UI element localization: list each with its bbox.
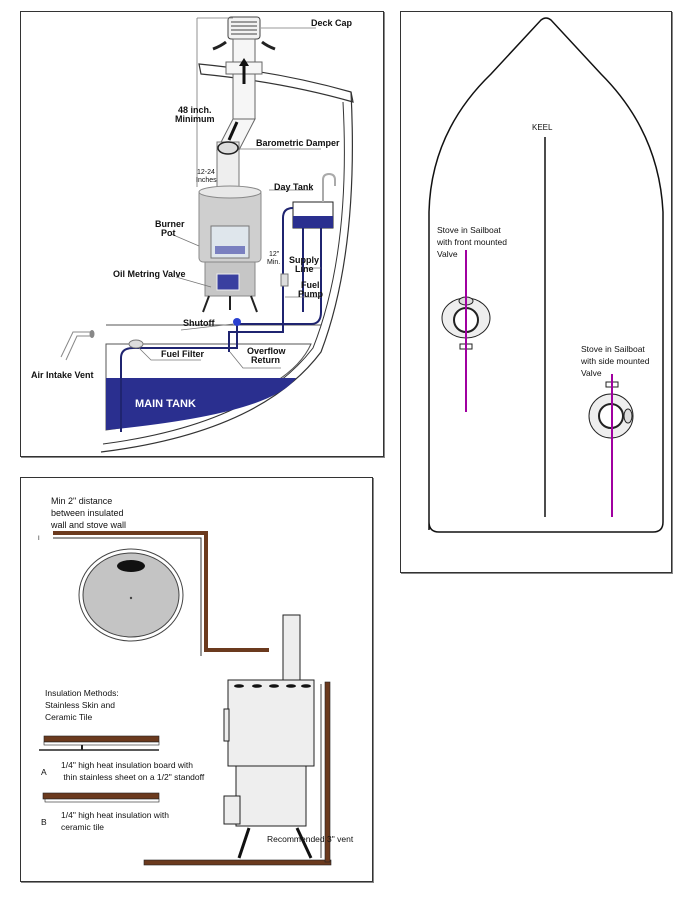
installation-diagram: Min 2" distance between insulated wall a… bbox=[20, 477, 373, 882]
stove-lower-side bbox=[235, 765, 307, 827]
air-intake-pipe-inner bbox=[65, 335, 91, 361]
methods-label-2: Stainless Skin and bbox=[45, 700, 115, 710]
shutoff-label: Shutoff bbox=[183, 318, 215, 328]
methods-label-1: Insulation Methods: bbox=[45, 688, 119, 698]
barometric-damper bbox=[217, 141, 239, 155]
fuel-filter bbox=[128, 339, 144, 349]
hull-outer-line bbox=[100, 91, 353, 453]
main-tank-label: MAIN TANK bbox=[135, 398, 196, 410]
fuel-pump-label-2: Pump bbox=[298, 289, 324, 299]
hull-layout-diagram: KEEL Stove in Sailboat with front mounte… bbox=[400, 11, 672, 573]
overflow-return-label-1: Overflow bbox=[247, 346, 287, 356]
deck-cap bbox=[227, 16, 261, 40]
side-valve-label-1: Stove in Sailboat bbox=[581, 344, 645, 354]
insulated-wall-side-view bbox=[324, 681, 331, 863]
front-valve-label-1: Stove in Sailboat bbox=[437, 225, 501, 235]
stove-chimney-side bbox=[282, 614, 301, 681]
supply-line-label-2: Line bbox=[295, 264, 314, 274]
flow-arrow-diag bbox=[227, 121, 239, 141]
burner-pot-label-2: Pot bbox=[161, 228, 176, 238]
fuel-pump-label-1: Fuel bbox=[301, 280, 320, 290]
method-b-letter: B bbox=[41, 817, 47, 827]
fuel-system-drawing: MAIN TANK bbox=[31, 16, 354, 453]
stove-center-dot bbox=[129, 596, 133, 600]
stove-wall-top-view bbox=[53, 537, 202, 656]
hull-inner-line bbox=[102, 101, 345, 445]
stove-top-view bbox=[82, 552, 180, 638]
fuel-system-diagram: MAIN TANK bbox=[20, 11, 384, 457]
day-tank-vent bbox=[322, 172, 336, 202]
flow-arrowhead-up bbox=[239, 58, 249, 66]
insulated-wall-top-view bbox=[53, 531, 269, 652]
day-tank-fuel bbox=[293, 216, 333, 228]
stove-ash-door bbox=[223, 795, 241, 825]
oil-metering-valve bbox=[216, 273, 240, 291]
front-valve-label-2: with front mounted bbox=[436, 237, 507, 247]
installation-drawing: Min 2" distance between insulated wall a… bbox=[38, 496, 354, 866]
stove-legs bbox=[202, 295, 258, 313]
floor-board bbox=[143, 859, 332, 866]
shutoff-valve bbox=[233, 318, 241, 326]
methods-label-3: Ceramic Tile bbox=[45, 712, 93, 722]
stove-flue-opening bbox=[117, 560, 145, 572]
burner-flame-base bbox=[215, 246, 245, 254]
deck-cap-label: Deck Cap bbox=[311, 18, 353, 28]
gap-dimension-icon: I bbox=[38, 536, 40, 542]
min-12-label-1: 12" bbox=[269, 251, 280, 258]
stove-top-vents bbox=[234, 684, 311, 688]
method-a-letter: A bbox=[41, 767, 47, 777]
air-intake-pipe bbox=[60, 331, 91, 358]
method-b-sample bbox=[42, 792, 160, 803]
min-12-label-2: Min. bbox=[267, 259, 280, 266]
vent-label: Recommended 3" vent bbox=[267, 834, 354, 844]
day-tank-label: Day Tank bbox=[274, 182, 314, 192]
side-valve-label-2: with side mounted bbox=[580, 356, 650, 366]
fuel-lines bbox=[120, 207, 322, 432]
supply-line-label-1: Supply bbox=[289, 255, 319, 265]
min-distance-label-1: Min 2" distance bbox=[51, 496, 112, 506]
method-b-label-1: 1/4" high heat insulation with bbox=[61, 810, 169, 820]
stove-top bbox=[198, 185, 262, 199]
damper-distance-label-2: Inches bbox=[196, 177, 217, 184]
side-valve-label-3: Valve bbox=[581, 368, 602, 378]
air-intake-opening bbox=[89, 330, 95, 338]
damper-distance-label-1: 12-24 bbox=[197, 169, 215, 176]
fuel-pump bbox=[280, 273, 289, 287]
method-a-label-2: thin stainless sheet on a 1/2" standoff bbox=[61, 772, 205, 782]
stove-door-handle bbox=[223, 708, 230, 742]
method-a-label-1: 1/4" high heat insulation board with bbox=[61, 760, 193, 770]
overflow-return-label-2: Return bbox=[251, 355, 280, 365]
min-distance-label-3: wall and stove wall bbox=[50, 520, 126, 530]
barometric-damper-label: Barometric Damper bbox=[256, 138, 340, 148]
exhaust-arrow-right bbox=[261, 40, 276, 51]
min-distance-label-2: between insulated bbox=[51, 508, 124, 518]
stove-legs-side bbox=[237, 827, 313, 859]
air-intake-vent-label: Air Intake Vent bbox=[31, 370, 94, 380]
hull-layout-drawing: KEEL Stove in Sailboat with front mounte… bbox=[428, 17, 664, 533]
oil-metering-valve-label: Oil Metring Valve bbox=[113, 269, 186, 279]
burner-pot-label-1: Burner bbox=[155, 219, 185, 229]
method-a-sample bbox=[39, 735, 160, 751]
exhaust-arrow-left bbox=[212, 40, 227, 51]
method-b-label-2: ceramic tile bbox=[61, 822, 104, 832]
fuel-filter-label: Fuel Filter bbox=[161, 349, 205, 359]
min-height-label-2: Minimum bbox=[175, 114, 215, 124]
keel-label: KEEL bbox=[532, 123, 553, 132]
leader-lines bbox=[138, 27, 321, 369]
main-tank-fuel bbox=[106, 378, 296, 430]
deck-line bbox=[198, 63, 354, 103]
min-height-label-1: 48 inch. bbox=[178, 105, 212, 115]
front-valve-label-3: Valve bbox=[437, 249, 458, 259]
deck-cap-vents bbox=[231, 21, 257, 35]
stove-upper-side bbox=[227, 679, 315, 767]
hull-outline bbox=[428, 17, 664, 533]
